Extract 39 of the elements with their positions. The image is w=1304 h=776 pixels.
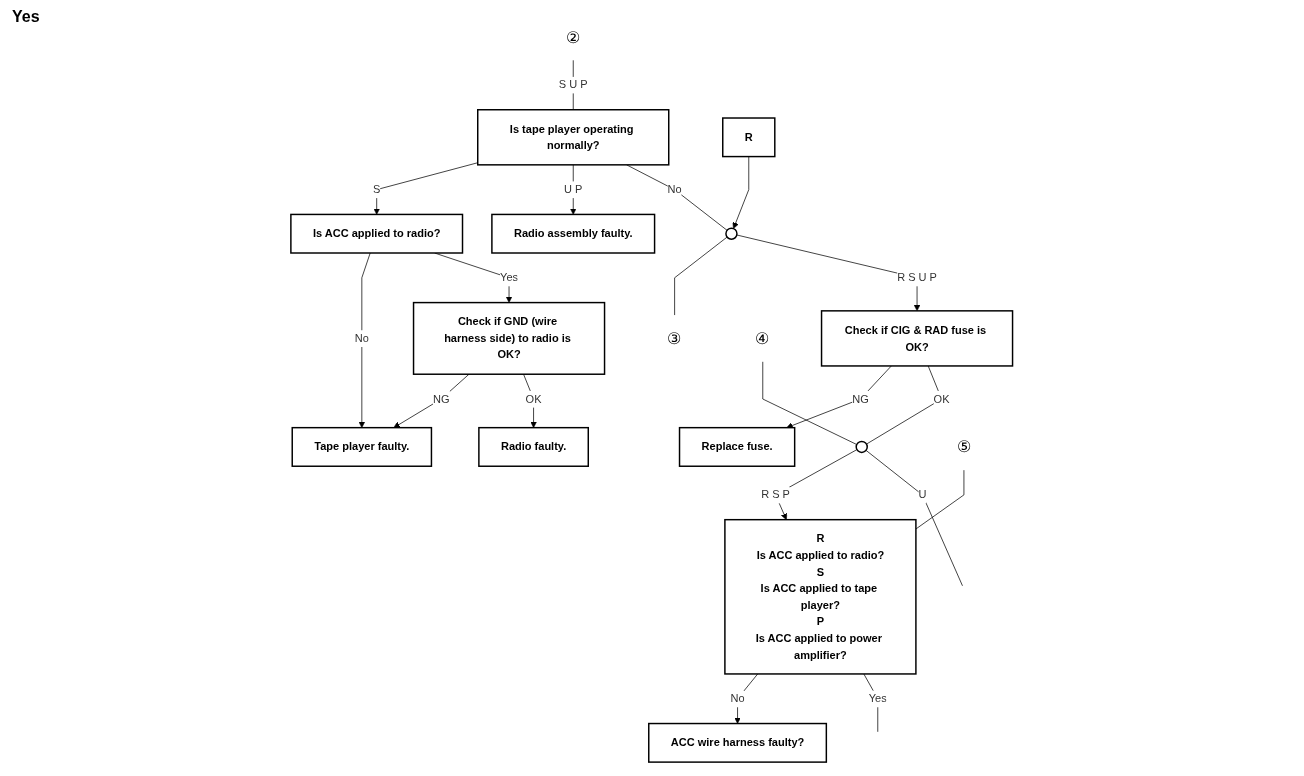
edge-label: R S P (761, 488, 791, 501)
node-box: Radio faulty. (478, 426, 590, 467)
node-box: Is ACC applied to radio? (290, 213, 464, 254)
node-text: ② (566, 27, 581, 47)
node-box: Is tape player operating normally? (477, 109, 670, 166)
connector (674, 236, 728, 316)
connector (863, 673, 879, 733)
edge-label: OK (933, 392, 950, 405)
edge-label: R S U P (897, 271, 938, 284)
edge-label: No (730, 691, 745, 705)
node-box: R (722, 117, 776, 158)
connector (626, 164, 728, 231)
edge-label: U P (564, 182, 583, 196)
node-text: ③ (667, 329, 683, 348)
node-box: Check if GND (wire harness side) to radio is OK? (413, 301, 606, 375)
connector (915, 469, 965, 530)
edge-label: S (373, 182, 381, 196)
node-text: ④ (755, 329, 771, 348)
node-circle (855, 440, 869, 454)
edge-label: Yes (869, 691, 888, 705)
edge-label: NG (852, 392, 870, 405)
node-box: R Is ACC applied to radio? S Is ACC applied to tape player? P Is ACC applied to power amplifier? (724, 518, 917, 675)
edge-label: No (667, 182, 682, 196)
node-box: Radio assembly faulty. (491, 213, 656, 254)
node-box: Check if CIG & RAD fuse is OK? (821, 310, 1014, 367)
connector (865, 450, 964, 587)
edge-label: Yes (500, 271, 519, 284)
connector (762, 361, 858, 445)
edge-label: OK (525, 392, 542, 405)
edge-label: No (355, 331, 370, 345)
edge-label: NG (433, 392, 450, 405)
node-text: ⑤ (956, 437, 972, 457)
node-box: ACC wire harness faulty? (648, 722, 828, 763)
node-circle (725, 227, 738, 240)
edge-label: S U P (559, 78, 588, 91)
edge-label: U (918, 488, 927, 501)
note-label: Yes (12, 8, 40, 26)
node-box: Replace fuse. (679, 426, 796, 467)
node-box: Tape player faulty. (291, 426, 433, 467)
